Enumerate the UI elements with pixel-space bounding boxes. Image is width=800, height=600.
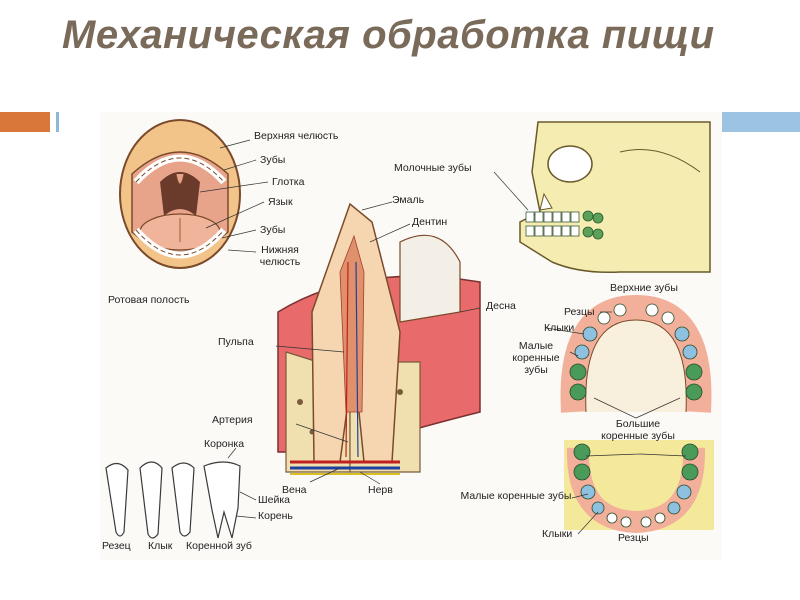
label-artery: Артерия <box>212 414 253 426</box>
oral-cavity-illustration <box>119 119 269 269</box>
label-root: Корень <box>258 510 293 522</box>
label-tooth-incisor: Резец <box>102 540 131 552</box>
label-canines-low: Клыки <box>542 528 573 540</box>
label-pharynx: Глотка <box>272 176 305 188</box>
label-pulp: Пульпа <box>218 336 254 348</box>
label-neck: Шейка <box>258 494 290 506</box>
label-vein: Вена <box>282 484 307 496</box>
label-teeth-top: Зубы <box>260 154 286 166</box>
label-small-molars-up: Малые коренные зубы <box>512 340 560 376</box>
label-oral-cavity: Ротовая полость <box>108 294 190 306</box>
label-small-molars-low: Малые коренные зубы <box>460 490 572 502</box>
upper-arch-illustration <box>545 294 712 419</box>
label-crown: Коронка <box>204 438 245 450</box>
accent-bar-mark <box>56 112 59 132</box>
tooth-section-illustration <box>275 201 481 485</box>
label-gum: Десна <box>486 300 516 312</box>
slide-title: Механическая обработка пищи <box>62 13 715 57</box>
label-tooth-molar: Коренной зуб <box>186 540 252 552</box>
label-incisors-low: Резцы <box>618 532 649 544</box>
label-tongue: Язык <box>268 196 293 208</box>
label-milk-teeth: Молочные зубы <box>394 162 472 174</box>
label-teeth-bottom: Зубы <box>260 224 286 236</box>
label-tooth-canine: Клык <box>148 540 173 552</box>
label-lower-jaw: Нижняя челюсть <box>259 244 301 268</box>
skull-illustration <box>493 121 711 274</box>
label-enamel: Эмаль <box>392 194 425 206</box>
diagram-drawing <box>105 119 714 539</box>
label-nerve: Нерв <box>368 484 393 496</box>
label-upper-teeth: Верхние зубы <box>610 282 678 294</box>
label-incisors-up: Резцы <box>564 306 595 318</box>
accent-bar-right <box>722 112 800 132</box>
lower-arch-illustration <box>564 440 714 535</box>
label-dentin: Дентин <box>412 216 448 228</box>
teeth-diagram: Верхняя челюсть Зубы Глотка Язык Зубы Ни… <box>100 112 722 560</box>
label-upper-jaw: Верхняя челюсть <box>254 130 339 142</box>
accent-bar-left <box>0 112 50 132</box>
label-large-molars: Большие коренные зубы <box>601 418 675 442</box>
label-canines-up: Клыки <box>544 322 575 334</box>
tooth-types-illustration <box>105 447 257 539</box>
